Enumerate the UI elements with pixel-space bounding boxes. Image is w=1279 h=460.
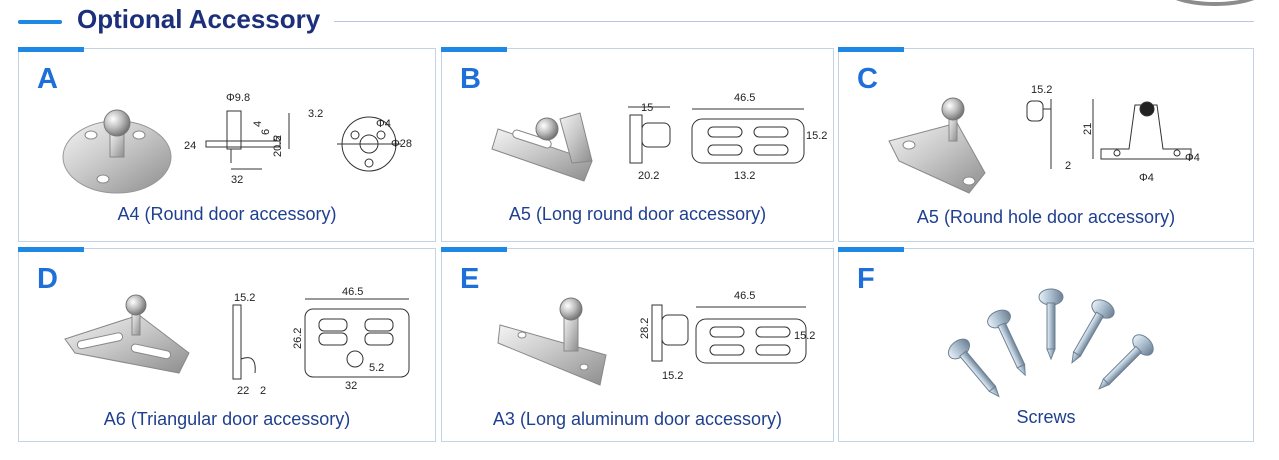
card-accent-bar: [441, 247, 507, 252]
top-view-drawing: [337, 116, 401, 172]
dim-label: 32: [345, 380, 357, 392]
side-view-drawing: [232, 304, 256, 380]
dim-label: 4: [252, 121, 264, 127]
round-plate-photo: [62, 109, 172, 194]
accessory-card-b: B 15 20.2 46.5 15.2 13.2 A5 (Long round …: [441, 47, 834, 242]
dim-label: Φ4: [1139, 172, 1154, 184]
card-letter: C: [857, 63, 878, 95]
side-view-drawing: [205, 110, 290, 170]
accessory-card-a: A Φ9.8 24 32 3.2 Φ4 Φ28: [18, 47, 436, 242]
accessory-card-f: F Screws: [838, 247, 1254, 442]
accessory-figure: Φ9.8 24 32 3.2 Φ4 Φ28 20.5 2 6 4: [62, 92, 412, 194]
screw-icon: [1071, 299, 1115, 364]
dim-label: 46.5: [342, 286, 363, 298]
screw-icon: [947, 338, 1000, 398]
card-letter: B: [460, 63, 481, 95]
dim-label: Φ4: [376, 118, 391, 130]
accessory-figure: 28.2 15.2 46.5 15.2: [497, 290, 815, 386]
dim-label: 2: [272, 135, 284, 141]
accessory-card-c: C 15.2 21 2 Φ4 Φ4 A5 (Round hole door ac…: [838, 47, 1254, 242]
card-caption: A5 (Long round door accessory): [508, 204, 767, 224]
long-round-plate-photo: [491, 112, 593, 182]
dim-label: 46.5: [734, 290, 755, 302]
long-aluminum-plate-photo: [497, 297, 607, 386]
header-divider: [334, 21, 1254, 22]
triangle-plate-photo: [888, 97, 986, 194]
screw-icon: [987, 309, 1026, 377]
card-accent-bar: [441, 47, 507, 52]
card-letter: A: [37, 63, 58, 95]
card-caption: A5 (Round hole door accessory): [916, 207, 1176, 227]
dim-label: Φ28: [391, 138, 412, 150]
top-view-drawing: [691, 108, 805, 164]
accessory-card-e: E 28.2 15.2 46.5 15.2 A3 (Long aluminum …: [441, 247, 834, 442]
card-accent-bar: [838, 47, 904, 52]
triangular-plate-photo: [64, 294, 190, 374]
card-caption: A3 (Long aluminum door accessory): [492, 409, 783, 429]
card-caption: A4 (Round door accessory): [117, 204, 337, 224]
accessory-card-d: D 15.2 26.2 22 2 46.5 5.2 32: [18, 247, 436, 442]
dim-label: 46.5: [734, 92, 755, 104]
dim-label: 24: [184, 140, 196, 152]
side-view-drawing: [628, 106, 671, 164]
side-view-drawing: [1026, 99, 1052, 169]
accessory-figure: 15.2 26.2 22 2 46.5 5.2 32: [64, 286, 410, 397]
top-view-drawing: [304, 298, 410, 378]
card-accent-bar: [18, 47, 84, 52]
dim-label: 3.2: [308, 108, 323, 120]
dim-label: 13.2: [734, 170, 755, 182]
screw-icon: [1098, 334, 1154, 390]
dim-label: 28.2: [639, 318, 651, 339]
top-view-drawing: [695, 306, 807, 364]
dim-label: 20.5: [272, 136, 284, 157]
dim-label: 5.2: [369, 362, 384, 374]
dim-label: 21: [1082, 123, 1094, 135]
dim-label: Φ9.8: [226, 92, 250, 104]
dim-label: 15.2: [662, 370, 683, 382]
card-letter: E: [460, 263, 480, 295]
accessory-figure: 15 20.2 46.5 15.2 13.2: [491, 92, 827, 182]
header-accent-dash: [18, 20, 62, 24]
card-caption: A6 (Triangular door accessory): [103, 409, 351, 429]
card-accent-bar: [838, 247, 904, 252]
dim-label: 32: [231, 174, 243, 186]
screws-figure: [947, 288, 1154, 398]
dim-label: 15.2: [234, 292, 255, 304]
dim-label: 6: [260, 129, 272, 135]
dim-label: 2: [1065, 160, 1071, 172]
dim-label: 22: [237, 385, 249, 397]
dim-label: 15.2: [794, 330, 815, 342]
dim-label: 15: [641, 102, 653, 114]
accessory-figure: 15.2 21 2 Φ4 Φ4: [888, 84, 1200, 194]
front-view-drawing: [1092, 99, 1192, 160]
dim-label: 2: [260, 385, 266, 397]
decorative-arc: [1160, 0, 1270, 6]
dim-label: 20.2: [638, 170, 659, 182]
section-title: Optional Accessory: [77, 4, 321, 34]
card-accent-bar: [18, 247, 84, 252]
card-letter: D: [37, 263, 58, 295]
dim-label: 26.2: [292, 328, 304, 349]
side-view-drawing: [651, 304, 689, 362]
dim-label: Φ4: [1185, 152, 1200, 164]
dim-label: 15.2: [1031, 84, 1052, 96]
card-letter: F: [857, 263, 875, 295]
card-caption: Screws: [1016, 407, 1076, 427]
section-header: Optional Accessory: [0, 0, 1279, 44]
screw-icon: [1038, 288, 1064, 361]
dim-label: 15.2: [806, 130, 827, 142]
